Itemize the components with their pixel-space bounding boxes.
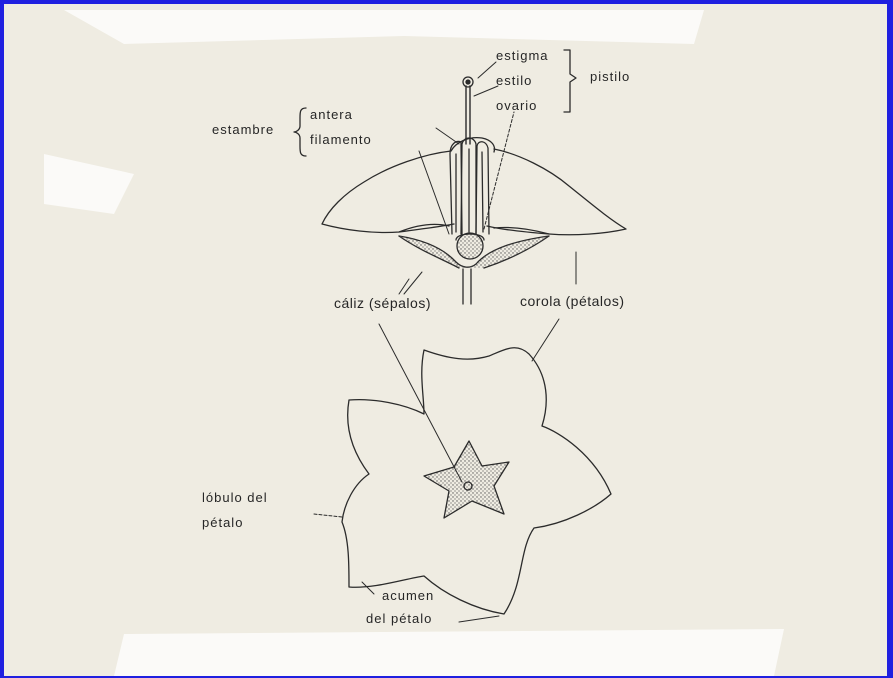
label-caliz: cáliz (sépalos) <box>334 296 431 310</box>
label-acumen-line1: acumen <box>382 589 434 603</box>
label-ovario: ovario <box>496 99 537 113</box>
label-acumen-line2: del pétalo <box>366 612 432 626</box>
label-filamento: filamento <box>310 133 372 147</box>
label-antera: antera <box>310 108 353 122</box>
label-estigma: estigma <box>496 49 549 63</box>
ovary <box>457 233 483 259</box>
flower-top-view <box>342 348 611 614</box>
flower-side-view <box>322 77 626 304</box>
label-estilo: estilo <box>496 74 532 88</box>
label-pistilo: pistilo <box>590 70 630 84</box>
estambre-brace <box>294 108 306 156</box>
calyx-star <box>424 441 509 518</box>
paper-smudges <box>44 10 784 676</box>
label-corola: corola (pétalos) <box>520 294 625 308</box>
right-petal <box>487 149 626 235</box>
label-lobulo-line2: pétalo <box>202 516 243 530</box>
label-lobulo-line1: lóbulo del <box>202 491 268 505</box>
pistilo-brace <box>564 50 576 112</box>
flower-diagram-drawing <box>4 4 887 676</box>
label-estambre: estambre <box>212 123 274 137</box>
diagram-canvas: estigma estilo ovario pistilo estambre a… <box>4 4 887 676</box>
